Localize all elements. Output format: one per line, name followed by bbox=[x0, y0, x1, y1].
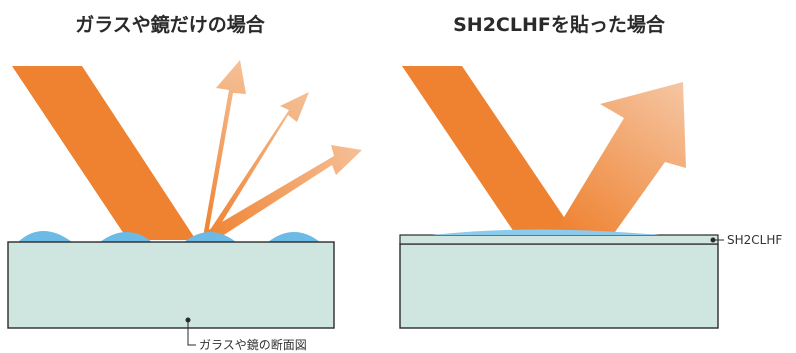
reflection-arrow-1 bbox=[185, 60, 246, 240]
flattened-water-film bbox=[432, 229, 660, 235]
right-panel: SH2CLHFを貼った場合 SH2CLHF bbox=[399, 13, 782, 329]
incoming-light-beam bbox=[12, 66, 196, 240]
glass-cross-section bbox=[7, 241, 335, 329]
film-callout-label: SH2CLHF bbox=[727, 233, 782, 247]
incoming-light-beam bbox=[402, 66, 574, 232]
scattered-reflection-arrows bbox=[185, 60, 362, 240]
glass-cross-section bbox=[399, 243, 719, 329]
right-panel-title: SH2CLHFを貼った場合 bbox=[453, 13, 666, 36]
droplet bbox=[18, 231, 72, 242]
reflection-arrow-3 bbox=[197, 145, 362, 240]
water-droplets bbox=[18, 231, 320, 242]
left-panel: ガラスや鏡だけの場合 ガラスや鏡の断面図 bbox=[7, 13, 362, 352]
droplet bbox=[184, 232, 236, 242]
reflection-arrow-2 bbox=[193, 92, 309, 240]
droplet bbox=[100, 232, 152, 242]
film-callout: SH2CLHF bbox=[710, 233, 782, 247]
reflection-arrow bbox=[555, 82, 686, 232]
callout-leader-line bbox=[187, 320, 196, 346]
coating-film bbox=[399, 234, 719, 245]
left-panel-title: ガラスや鏡だけの場合 bbox=[75, 13, 266, 36]
droplet bbox=[268, 232, 320, 242]
glass-callout-label: ガラスや鏡の断面図 bbox=[199, 337, 307, 352]
glass-callout: ガラスや鏡の断面図 bbox=[185, 317, 307, 352]
